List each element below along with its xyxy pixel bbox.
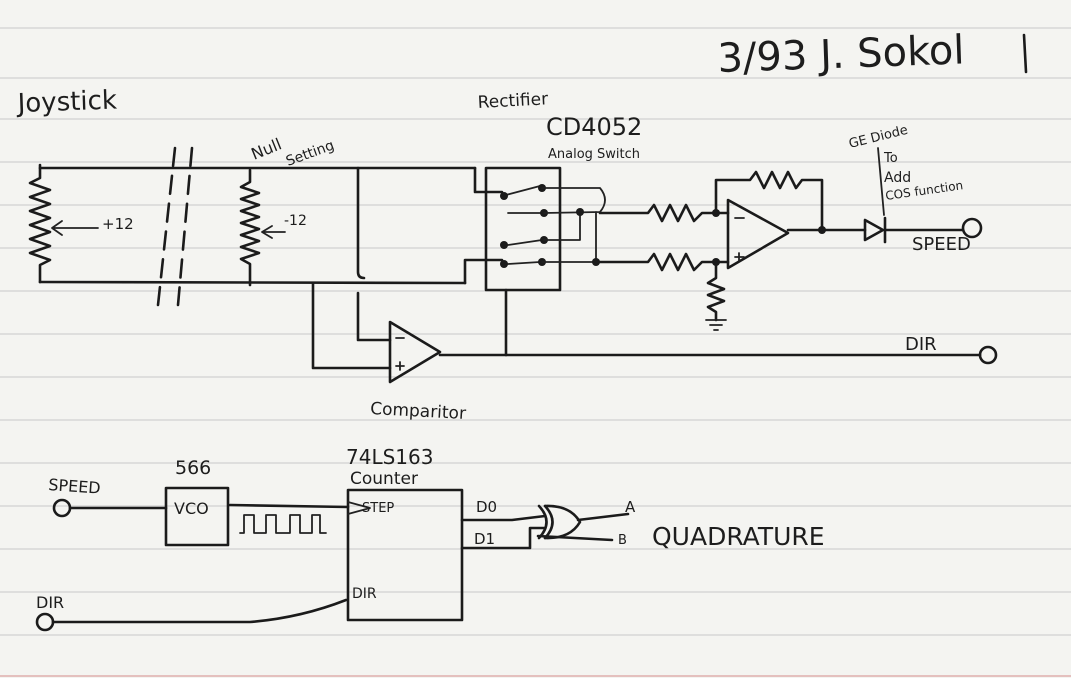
vco-part-label: 566 bbox=[175, 457, 211, 479]
vco-566 bbox=[164, 486, 230, 547]
analog-switch-label: Analog Switch bbox=[548, 147, 640, 162]
null-label: Null bbox=[248, 134, 284, 163]
step-pin-label: STEP bbox=[362, 501, 394, 516]
joystick-potentiometer bbox=[28, 163, 99, 284]
rectifier-label: Rectifier bbox=[477, 89, 548, 113]
setting-label: Setting bbox=[284, 138, 337, 170]
ruled-lines bbox=[0, 27, 1071, 677]
rectifier-amplifier bbox=[594, 170, 867, 331]
quadrature-label: QUADRATURE bbox=[652, 522, 825, 551]
dir-output-terminal bbox=[978, 345, 998, 365]
dir-input-terminal bbox=[35, 612, 55, 632]
d1-pin-label: D1 bbox=[474, 530, 495, 548]
analog-switch-cd4052 bbox=[484, 166, 606, 292]
counter-74ls163 bbox=[346, 488, 464, 622]
speed-output-label: SPEED bbox=[912, 234, 971, 255]
top-wires bbox=[38, 166, 982, 370]
dir-input-label: DIR bbox=[36, 593, 64, 612]
d0-pin-label: D0 bbox=[476, 498, 497, 516]
xor-gate bbox=[537, 504, 582, 540]
bottom-wires bbox=[51, 503, 630, 624]
speed-output-terminal bbox=[961, 217, 983, 239]
null-setting-potentiometer bbox=[239, 168, 286, 287]
counter-name-label: Counter bbox=[350, 469, 418, 489]
plus12-label: +12 bbox=[102, 215, 134, 233]
comparator-opamp bbox=[388, 320, 442, 384]
speed-input-terminal bbox=[52, 498, 72, 518]
joystick-label: Joystick bbox=[15, 86, 117, 120]
ge-diode bbox=[863, 147, 964, 244]
output-a-label: A bbox=[625, 498, 636, 516]
add-label: Add bbox=[884, 170, 911, 186]
cd4052-label: CD4052 bbox=[546, 113, 642, 141]
author-date-signature: 3/93 J. Sokol bbox=[717, 27, 965, 82]
dir-output-label: DIR bbox=[905, 334, 937, 355]
dir-pin-label: DIR bbox=[352, 586, 377, 602]
signature-underline-stroke bbox=[1022, 33, 1028, 74]
output-b-label: B bbox=[618, 533, 627, 548]
counter-part-label: 74LS163 bbox=[346, 445, 433, 469]
speed-input-label: SPEED bbox=[48, 475, 102, 498]
minus12-label: -12 bbox=[284, 213, 307, 229]
to-label: To bbox=[883, 151, 898, 166]
vco-label: VCO bbox=[174, 499, 209, 518]
square-wave-symbol bbox=[239, 514, 327, 534]
